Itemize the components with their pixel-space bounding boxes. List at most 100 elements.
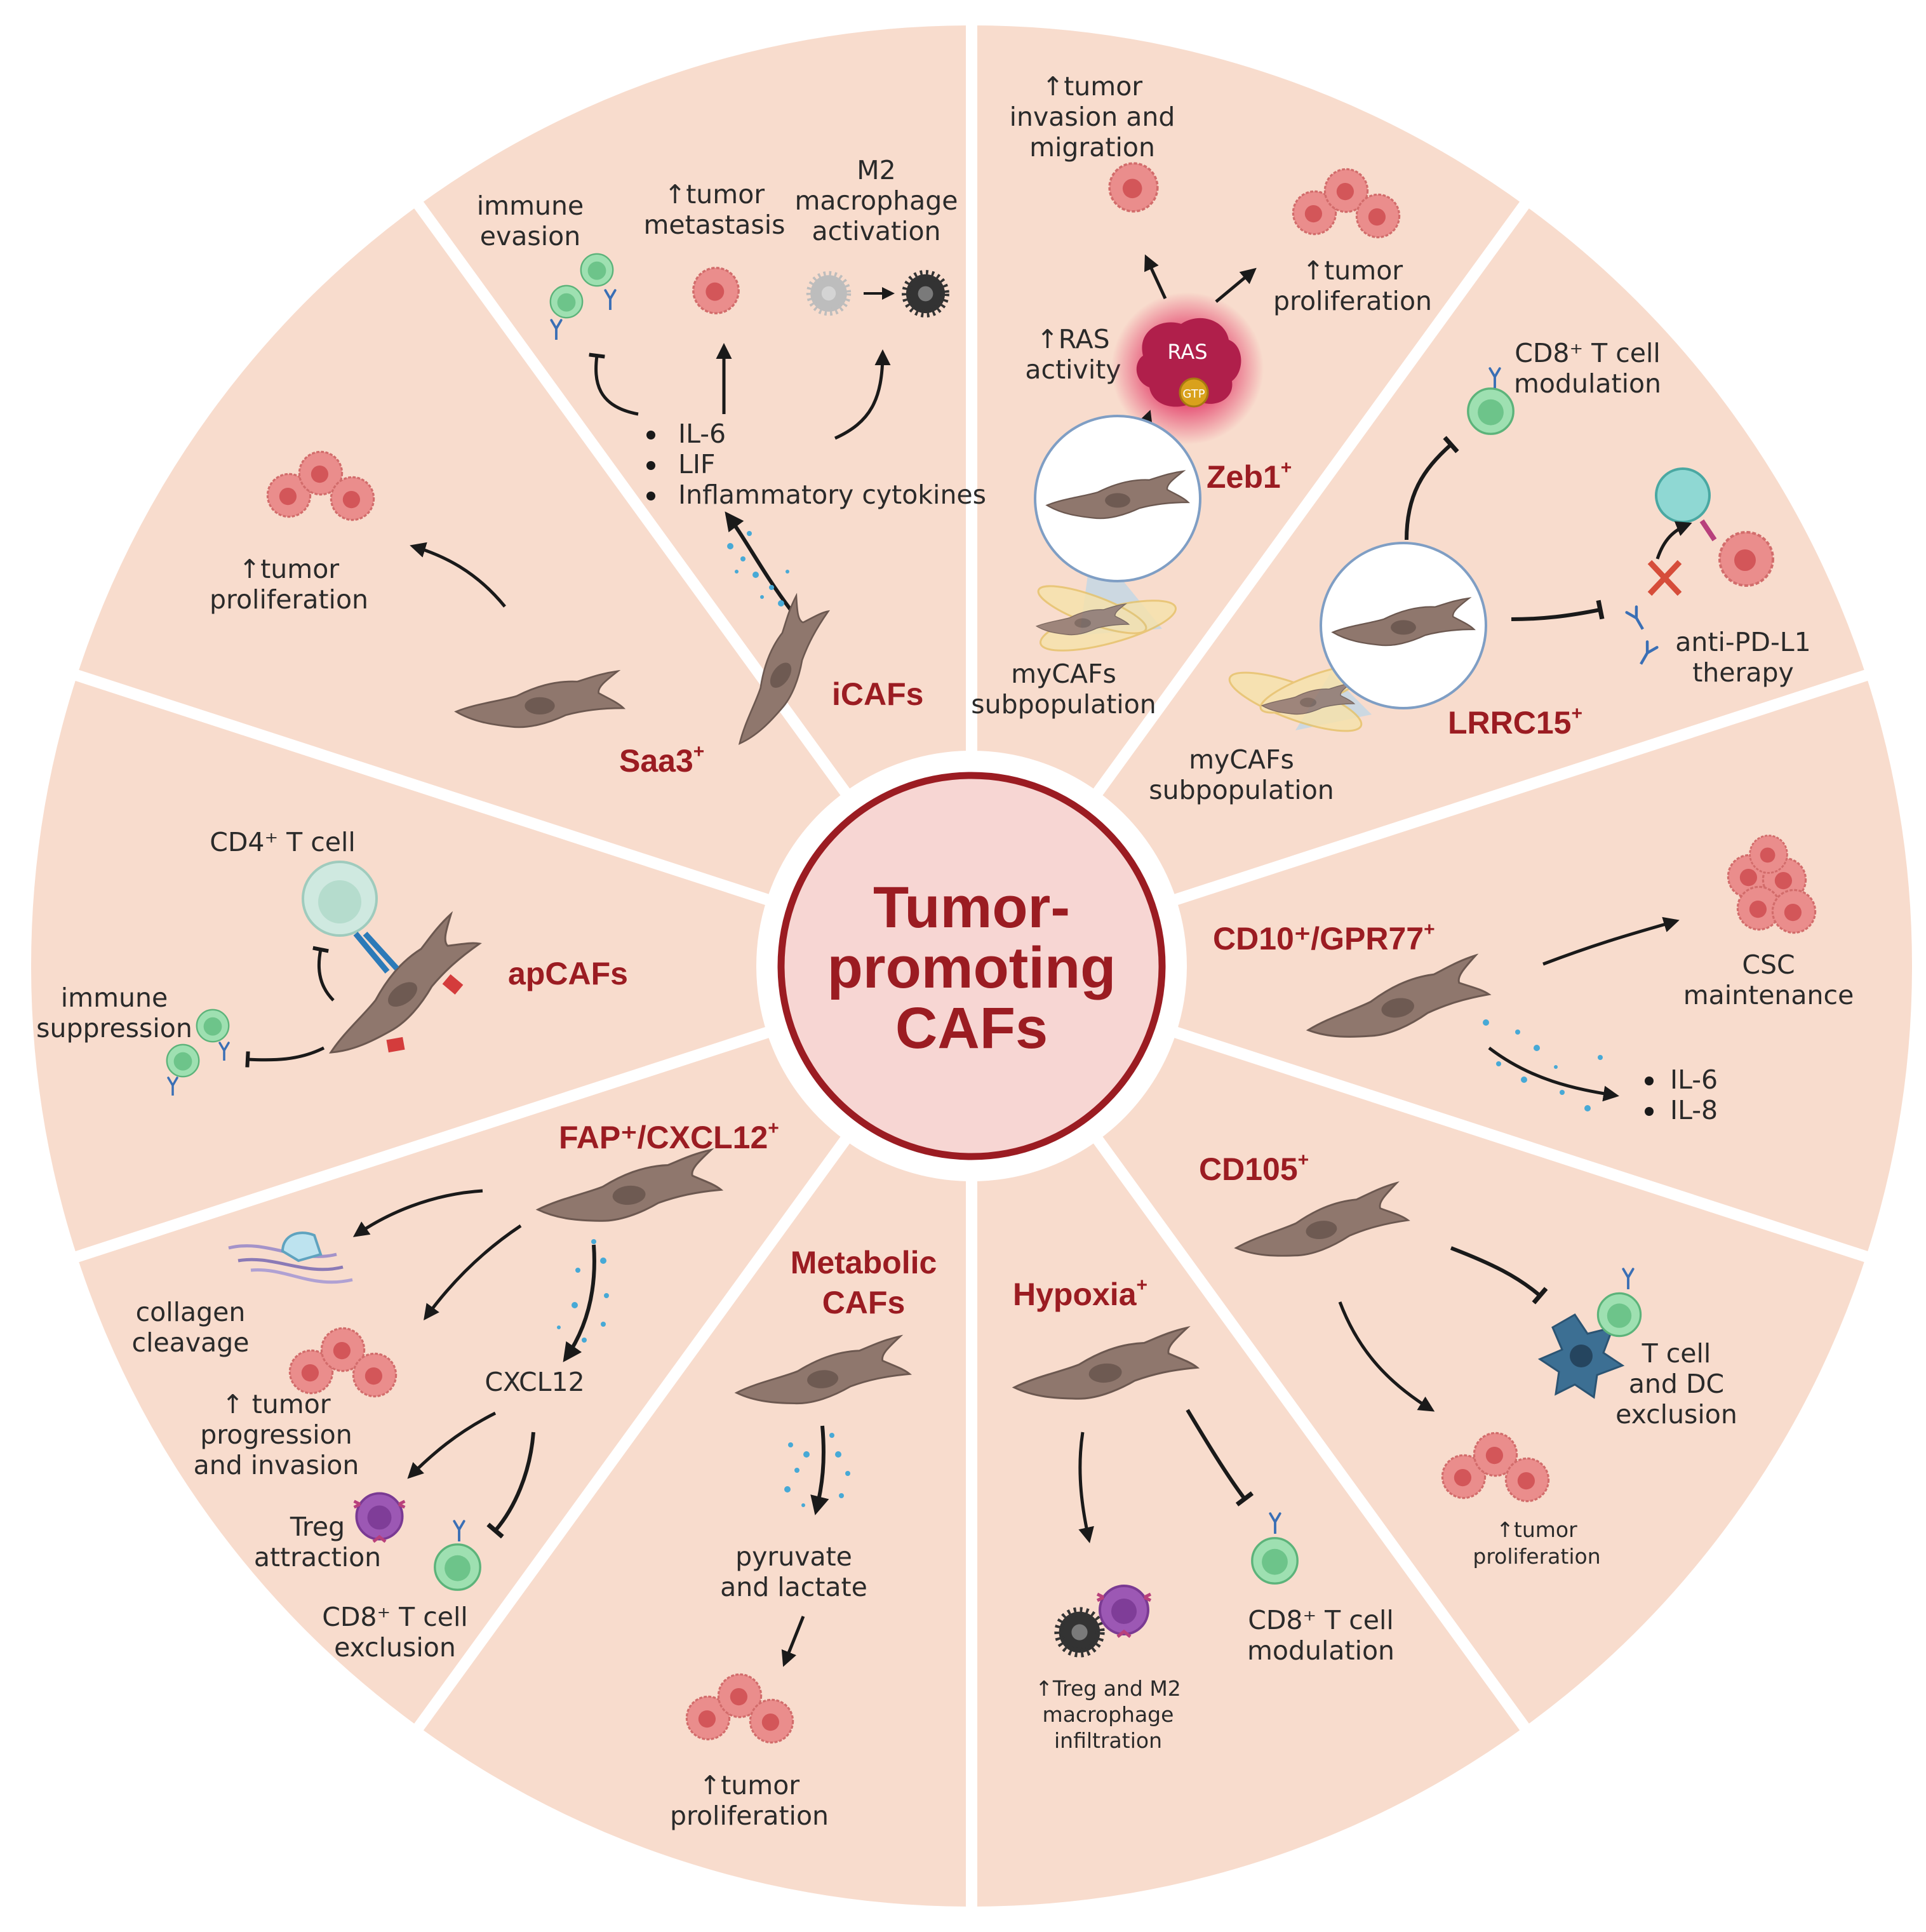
immune-evasion-line-1: immune: [477, 191, 584, 221]
cd105-proliferation-line-2: proliferation: [1473, 1544, 1600, 1569]
tumor-metastasis-line-1: ↑tumor: [664, 179, 765, 210]
wedge-hypoxia: [966, 1129, 1534, 1918]
dendritic-cell-icon: [1537, 1313, 1625, 1399]
cd105-exclusion-line-2: and DC: [1629, 1369, 1724, 1399]
tumor-metastasis-line-2: metastasis: [643, 210, 785, 240]
cxcl12-label: CXCL12: [485, 1367, 584, 1397]
center-title-line-3: CAFs: [895, 996, 1048, 1061]
macrophage-icon: [810, 275, 847, 312]
hypoxia-infiltration-line-1: ↑Treg and M2: [1035, 1676, 1181, 1701]
saa3-title: Saa3+: [619, 741, 704, 779]
cd4-tcell-label: CD4⁺ T cell: [210, 827, 356, 857]
ras-label: RAS: [1167, 340, 1207, 364]
suppression-line-1: immune: [61, 983, 168, 1013]
mycafs-cluster-icon: [1036, 585, 1177, 652]
suppression-line-2: suppression: [36, 1013, 192, 1043]
saa3-proliferation-line-2: proliferation: [210, 584, 368, 615]
m2-macrophage-line-2: macrophage: [794, 185, 958, 216]
blocked-icon: [1647, 560, 1682, 596]
t-cell-icon: [196, 1009, 230, 1043]
progression-line-2: progression: [200, 1419, 352, 1450]
fap-cxcl12-title: FAP⁺/CXCL12+: [559, 1118, 779, 1155]
zeb1-invasion-line-3: migration: [1029, 132, 1155, 163]
cd105-proliferation-line-1: ↑tumor: [1496, 1517, 1577, 1542]
metabolic-proliferation-line-2: proliferation: [670, 1801, 829, 1831]
t-cell-icon: [1655, 467, 1711, 523]
zeb1-invasion-line-1: ↑tumor: [1042, 71, 1142, 102]
zeb1-title: Zeb1+: [1207, 457, 1292, 495]
ras-protein-icon: [1111, 292, 1264, 445]
progression-line-1: ↑ tumor: [222, 1389, 330, 1419]
collagen-icon: [228, 1231, 353, 1284]
cd105-title: CD105+: [1199, 1150, 1309, 1187]
pyruvate-line-2: and lactate: [720, 1572, 867, 1602]
icafs-title: iCAFs: [832, 676, 923, 712]
pyruvate-line-1: pyruvate: [735, 1541, 852, 1572]
lrrc15-title: LRRC15+: [1448, 703, 1582, 741]
csc-line-2: maintenance: [1683, 980, 1854, 1010]
cd10-bullet-2: IL-8: [1670, 1095, 1718, 1125]
segment-zeb1: ↑tumor invasion and migration ↑tumor pro…: [971, 71, 1432, 720]
treg-line-2: attraction: [254, 1542, 381, 1573]
fap-cd8-line-1: CD8⁺ T cell: [322, 1602, 468, 1632]
cytokine-dots-icon: [557, 1239, 609, 1343]
metabolic-title-line-2: CAFs: [822, 1285, 906, 1320]
hypoxia-cd8-line-1: CD8⁺ T cell: [1248, 1605, 1394, 1635]
segment-cd105: CD105+ T cell and DC exclusion ↑tumor pr…: [1199, 1150, 1737, 1569]
icaf-bullet-2: LIF: [678, 449, 716, 480]
segment-icafs: immune evasion ↑tumor metastasis M2 macr…: [477, 155, 986, 753]
m2-macrophage-line-1: M2: [857, 155, 895, 185]
metabolic-title-line-1: Metabolic: [791, 1245, 937, 1280]
ras-activity-line-1: ↑RAS: [1036, 324, 1109, 354]
immune-evasion-line-2: evasion: [480, 221, 580, 252]
icaf-bullet-1: IL-6: [678, 419, 726, 449]
treg-line-1: Treg: [290, 1512, 345, 1542]
cd10-bullet-1: IL-6: [1670, 1064, 1718, 1095]
segment-cd10-gpr77: CD10⁺/GPR77+ CSC maintenance IL-6 IL-8: [1213, 835, 1854, 1125]
metabolic-proliferation-line-1: ↑tumor: [699, 1770, 799, 1801]
center-title-line-1: Tumor-: [873, 875, 1070, 940]
cd105-exclusion-line-1: T cell: [1642, 1338, 1711, 1369]
segment-lrrc15: CD8⁺ T cell modulation anti-PD-L1 therap…: [1149, 338, 1810, 805]
t-cell-icon: [1467, 387, 1515, 435]
hypoxia-title: Hypoxia+: [1013, 1275, 1147, 1312]
lrrc15-cd8-line-1: CD8⁺ T cell: [1515, 338, 1661, 368]
cytokine-dots-icon: [727, 531, 789, 607]
wedge-metabolic: [410, 1129, 977, 1918]
t-cell-icon: [1251, 1537, 1299, 1585]
zeb1-proliferation-line-1: ↑tumor: [1302, 255, 1403, 286]
progression-line-3: and invasion: [194, 1450, 359, 1480]
center-title-line-2: promoting: [827, 936, 1116, 1000]
macrophage-icon: [906, 274, 945, 313]
collagen-line-1: collagen: [136, 1297, 246, 1327]
csc-line-1: CSC: [1742, 949, 1795, 980]
wedge-saa3: [65, 194, 855, 908]
wedge-icafs: [410, 14, 977, 803]
zeb1-mycafs-line-1: myCAFs: [1011, 659, 1116, 689]
zeb1-mycafs-line-2: subpopulation: [971, 689, 1156, 720]
center-hub: Tumor- promoting CAFs: [767, 761, 1176, 1171]
wedge-lrrc15: [1088, 194, 1878, 908]
segment-metabolic: Metabolic CAFs pyruvate and lactate ↑tum…: [670, 1245, 937, 1831]
icaf-bullet-3: Inflammatory cytokines: [678, 480, 986, 510]
wedge-cd105: [1088, 1024, 1878, 1738]
macrophage-icon: [1059, 1612, 1100, 1653]
gtp-label: GTP: [1182, 387, 1205, 401]
tumor-cell-icon: [1108, 162, 1159, 213]
saa3-proliferation-line-1: ↑tumor: [239, 554, 339, 584]
t-cell-icon: [580, 253, 614, 287]
m2-macrophage-line-3: activation: [812, 216, 940, 246]
cytokine-dots-icon: [784, 1433, 850, 1507]
t-cell-icon: [549, 285, 584, 319]
collagen-line-2: cleavage: [132, 1327, 250, 1358]
lrrc15-mycafs-line-1: myCAFs: [1189, 744, 1294, 775]
hypoxia-infiltration-line-2: macrophage: [1043, 1702, 1174, 1727]
anti-pdl1-line-1: anti-PD-L1: [1675, 627, 1810, 657]
segment-fap-cxcl12: FAP⁺/CXCL12+ collagen cleavage ↑ tumor p…: [132, 1118, 779, 1663]
tumor-cell-icon: [1718, 531, 1774, 587]
tumor-cell-icon: [692, 267, 740, 314]
segment-hypoxia: Hypoxia+ CD8⁺ T cell modulation ↑Treg an…: [1009, 1275, 1394, 1753]
anti-pdl1-line-2: therapy: [1692, 657, 1794, 688]
fap-cd8-line-2: exclusion: [334, 1632, 456, 1663]
t-cell-icon: [166, 1043, 200, 1078]
